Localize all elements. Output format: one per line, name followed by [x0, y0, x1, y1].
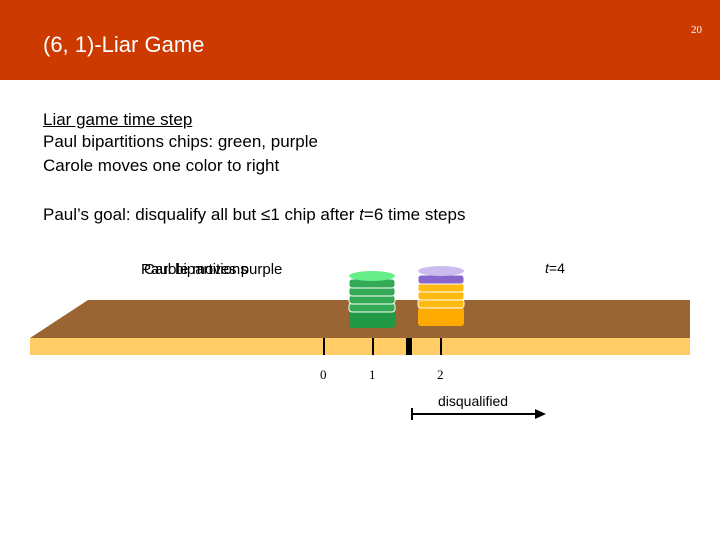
green-chip-stack [348, 271, 396, 328]
position-label-0: 0 [320, 367, 327, 382]
title-bar: (6, 1)-Liar Game 20 [0, 0, 720, 80]
game-board [30, 266, 690, 420]
goal-prefix: Paul’s goal: disqualify all but ≤1 chip … [43, 205, 360, 224]
slide-title: (6, 1)-Liar Game [43, 32, 205, 57]
goal-variable: t [359, 205, 364, 224]
disqualified-arrow [411, 408, 546, 420]
position-label-1: 1 [369, 367, 376, 382]
time-variable: t [545, 260, 549, 276]
goal-suffix: =6 time steps [363, 205, 466, 224]
page-number: 20 [691, 24, 702, 36]
label-paul-bipartitions: Paul bipartitions [141, 261, 248, 278]
bullet-paul-bipartitions: Paul bipartitions chips: green, purple [43, 132, 318, 151]
bullet-carole-moves: Carole moves one color to right [43, 156, 280, 175]
disqualified-label: disqualified [438, 393, 509, 409]
time-step-label: t=4 [545, 260, 565, 276]
board-front [30, 338, 690, 355]
purple-chip-stack [417, 266, 465, 326]
time-value: =4 [548, 260, 565, 276]
bullet-time-step: Liar game time step [43, 110, 193, 129]
position-label-2: 2 [437, 367, 444, 382]
disqualification-boundary [406, 338, 412, 355]
goal-statement: Paul’s goal: disqualify all but ≤1 chip … [43, 205, 465, 225]
label-carole-moves-purple: Carole moves purple [144, 261, 283, 278]
